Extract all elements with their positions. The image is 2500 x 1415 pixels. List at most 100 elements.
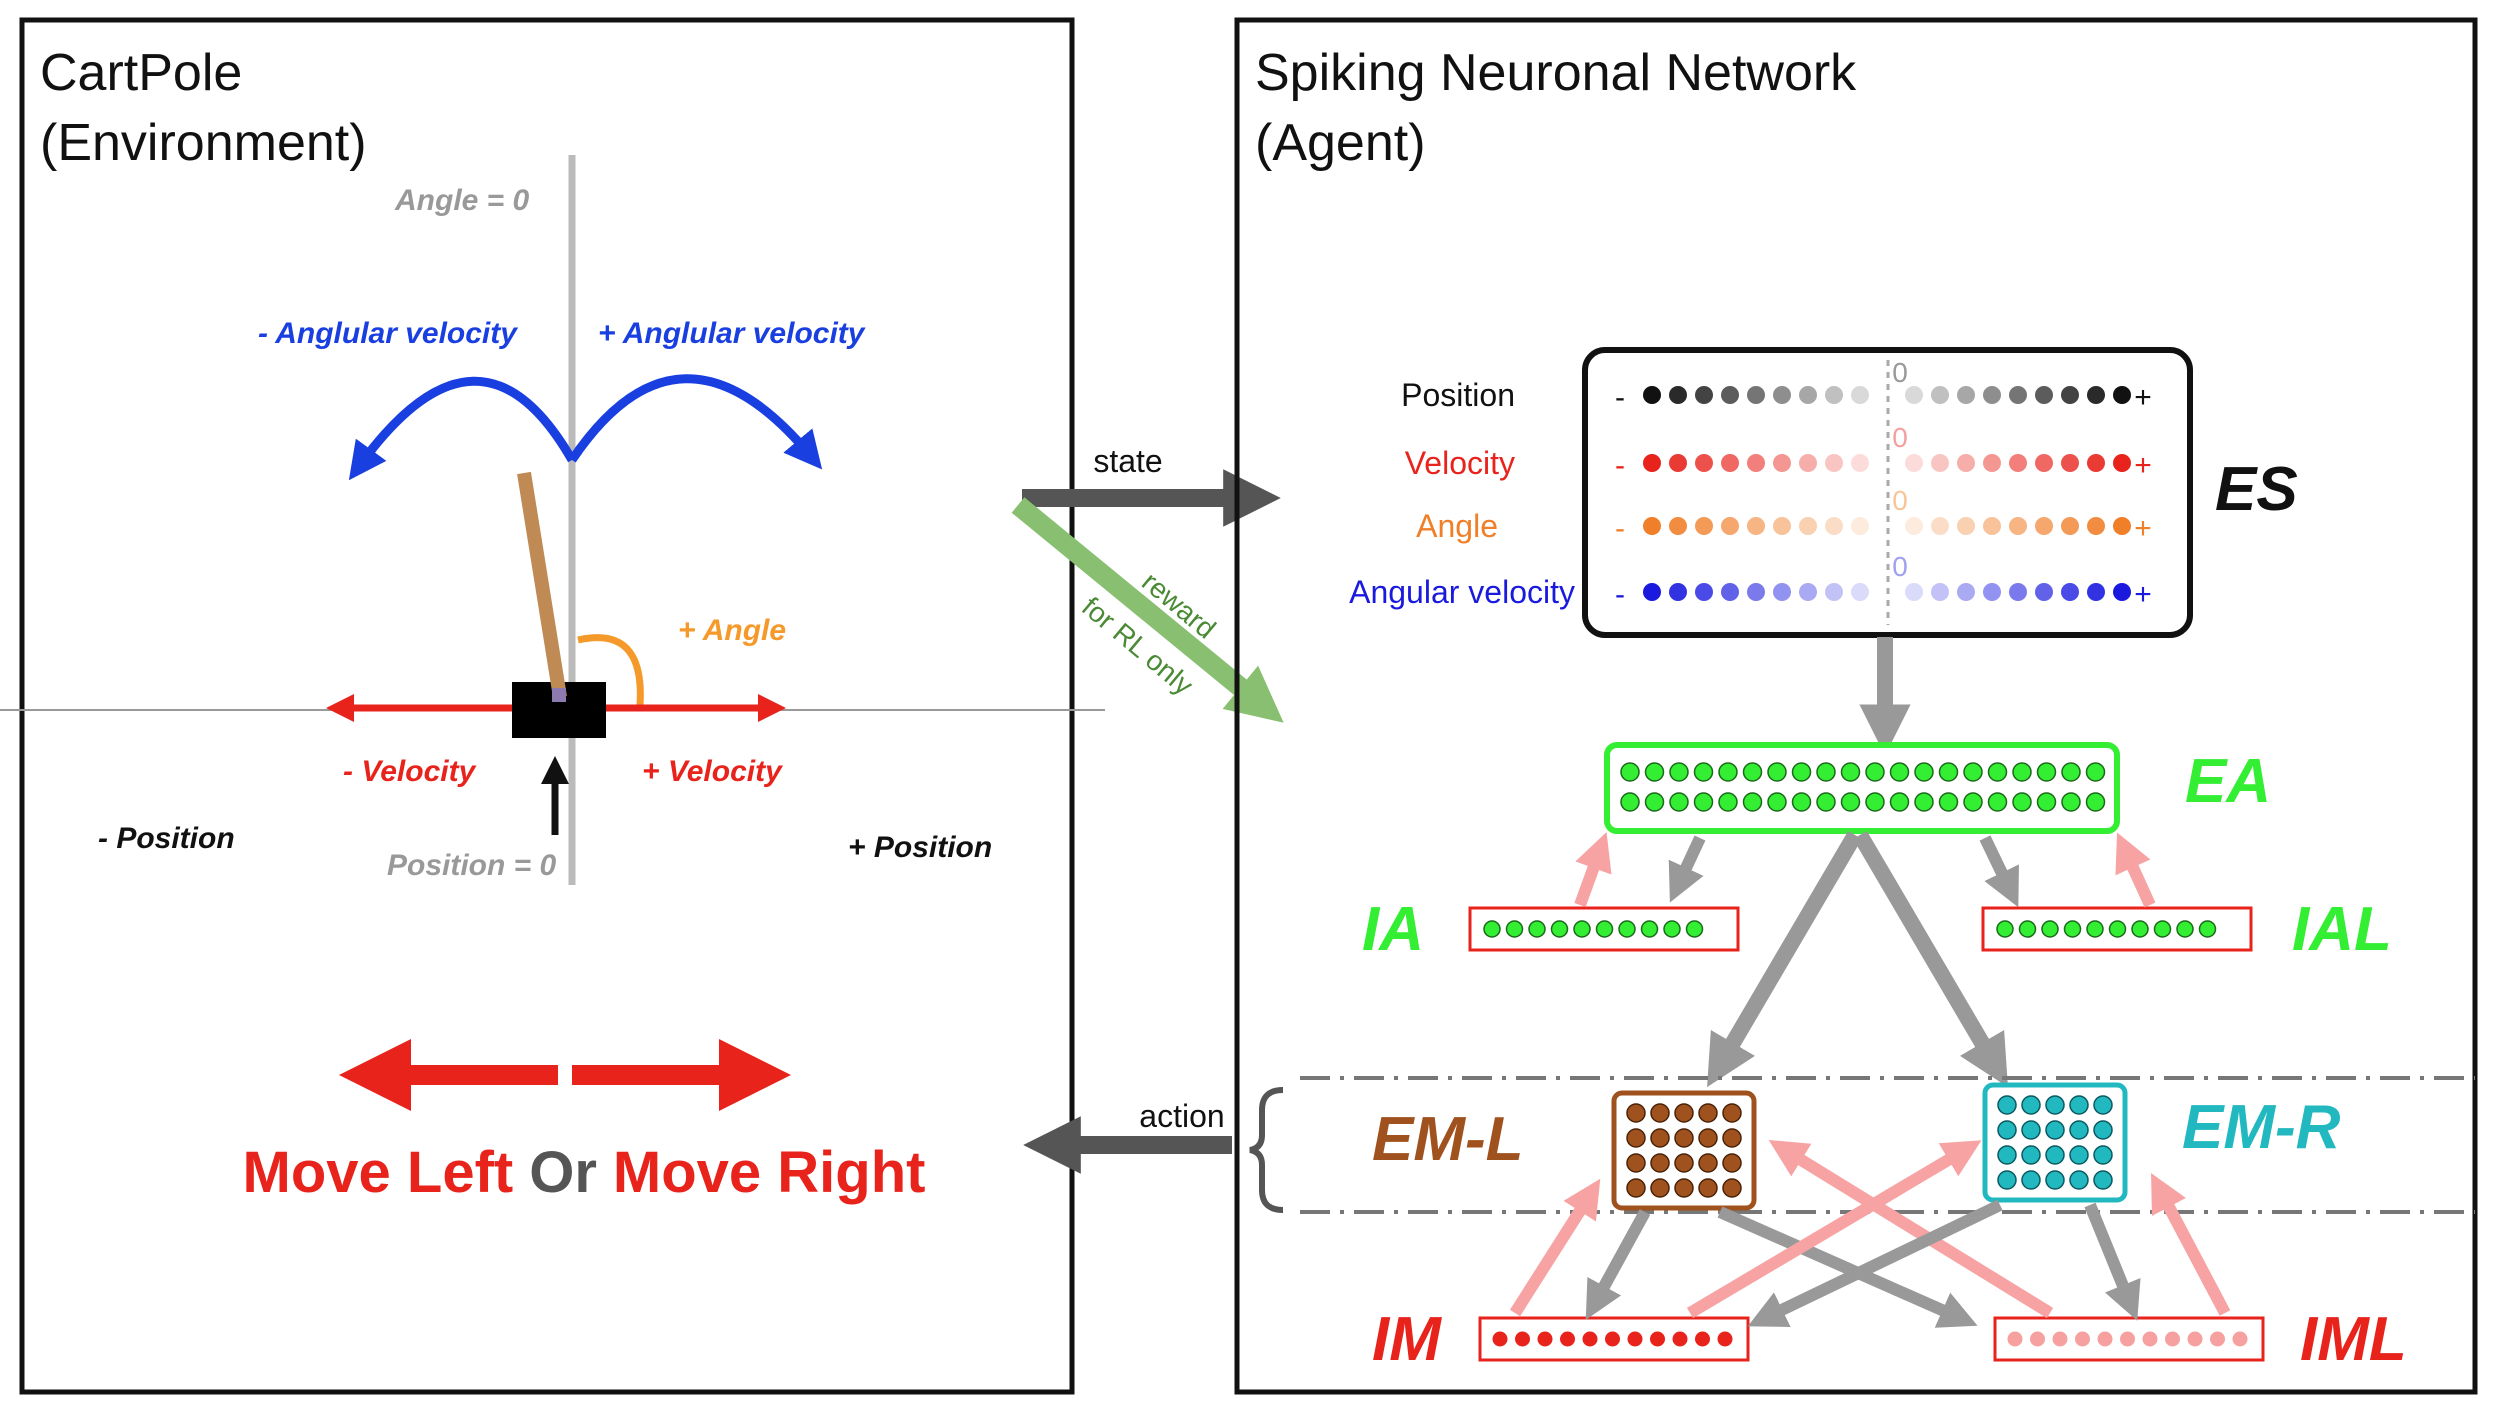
es-row-velocity-zero: 0 [1892, 422, 1908, 453]
em-r-label: EM-R [2182, 1093, 2341, 1162]
iml-to-em-l-arrow [1768, 1139, 2054, 1319]
em-r-neuron [2045, 1095, 2065, 1115]
es-row-position-zero: 0 [1892, 357, 1908, 388]
agent-panel: Spiking Neuronal Network (Agent) ES Posi… [1234, 17, 2478, 1395]
es-row-position-minus: - [1615, 381, 1625, 414]
es-neuron [1957, 583, 1975, 601]
ea-neuron [1987, 762, 2008, 782]
es-neuron [1643, 517, 1661, 535]
ea-neuron [1767, 792, 1787, 812]
iml-neuron [2097, 1331, 2113, 1347]
es-neuron [1905, 517, 1923, 535]
es-neuron [1721, 386, 1739, 404]
es-neuron [1695, 517, 1713, 535]
em-l-label: EM-L [1372, 1105, 1524, 1174]
es-neuron [1799, 517, 1817, 535]
es-neuron [1643, 583, 1661, 601]
es-neuron [1851, 386, 1869, 404]
ea-neuron [1963, 792, 1983, 812]
environment-title: CartPole [40, 44, 242, 102]
es-row-angular-velocity-minus: - [1615, 578, 1625, 611]
ia-neuron [1685, 920, 1704, 938]
es-neuron [2087, 386, 2105, 404]
ia-neuron [1573, 920, 1591, 938]
es-neuron [1931, 517, 1949, 535]
es-row-angle-minus: - [1615, 512, 1625, 545]
environment-subtitle: (Environment) [40, 114, 367, 172]
agent-border [1234, 17, 2478, 1395]
es-neuron [1983, 517, 2001, 535]
es-row-position-plus: + [2134, 381, 2152, 414]
environment-panel: CartPole (Environment) Angle = 0 - Anglu… [0, 17, 1105, 1395]
es-neuron [2061, 517, 2079, 535]
ea-to-ial-arrow [1979, 835, 2019, 908]
or-text: Or [529, 1140, 597, 1205]
ea-neuron [2036, 762, 2057, 782]
iml-to-em-r-arrow [2151, 1173, 2231, 1316]
em-r-neuron [2045, 1170, 2065, 1190]
ea-neuron [1865, 762, 1885, 782]
pos-angular-velocity-arrow [568, 374, 823, 470]
im-neuron [1492, 1331, 1508, 1347]
ia-neuron [1663, 920, 1681, 938]
es-neuron [1669, 517, 1687, 535]
em-r-neuron [2093, 1170, 2113, 1190]
es-neuron [1747, 517, 1765, 535]
em-l-neuron [1722, 1178, 1742, 1198]
es-neuron [2035, 454, 2053, 472]
em-r-neuron [2045, 1145, 2065, 1165]
ea-neuron [1889, 762, 1910, 782]
iml-neuron [2187, 1331, 2203, 1347]
em-r-neuron [2045, 1120, 2065, 1140]
es-neuron [1983, 386, 2001, 404]
es-neuron [1799, 454, 1817, 472]
ea-neuron [1718, 792, 1738, 812]
neg-velocity-label: - Velocity [343, 755, 477, 788]
ea-neuron [1963, 762, 1983, 782]
es-row-velocity-minus: - [1615, 449, 1625, 482]
es-neuron [1957, 517, 1975, 535]
em-l-to-iml-arrow [1717, 1206, 1978, 1328]
ea-neuron [1644, 792, 1665, 812]
im-neuron [1537, 1331, 1553, 1347]
iml-neuron [2075, 1331, 2090, 1347]
es-neuron [1773, 386, 1791, 404]
ia-neuron [1595, 920, 1614, 938]
angle-arc [577, 634, 644, 706]
state-label: state [1093, 443, 1162, 479]
ia-neuron [1550, 920, 1569, 938]
es-neuron [1905, 583, 1923, 601]
ial-neuron [2131, 920, 2149, 938]
em-l-box [1611, 1090, 1757, 1211]
es-row-angular-velocity-label: Angular velocity [1349, 574, 1575, 610]
es-neuron [1721, 583, 1739, 601]
es-neuron [2113, 517, 2131, 535]
ea-neuron [1669, 762, 1689, 782]
em-r-to-iml-arrow [2084, 1202, 2141, 1321]
agent-subtitle: (Agent) [1255, 114, 1426, 172]
em-r-neuron [2093, 1120, 2113, 1140]
es-neuron [1957, 454, 1975, 472]
pole-pivot [552, 688, 566, 702]
ial-neuron [1996, 920, 2014, 938]
move-right-text: Move Right [613, 1140, 926, 1205]
ea-neuron [2012, 792, 2032, 812]
ia-neurons [1483, 920, 1704, 938]
em-l-to-im-arrow [1585, 1209, 1651, 1320]
im-neuron [1627, 1331, 1643, 1347]
im-neurons [1492, 1331, 1733, 1347]
es-neuron [1669, 583, 1687, 601]
iml-neuron [2052, 1331, 2068, 1347]
es-neuron [1721, 454, 1739, 472]
es-neuron [1773, 517, 1791, 535]
pos-angle-label: + Angle [678, 614, 786, 647]
es-neuron [2087, 583, 2105, 601]
ea-neuron [1693, 792, 1714, 812]
em-r-neuron [1997, 1170, 2017, 1190]
em-r-neuron [2069, 1145, 2089, 1165]
neg-position-label: - Position [98, 822, 235, 855]
em-r-to-im-arrow [1747, 1199, 2003, 1327]
connections: state reward for RL only action [1011, 443, 1284, 1213]
iml-neuron [2232, 1331, 2248, 1347]
